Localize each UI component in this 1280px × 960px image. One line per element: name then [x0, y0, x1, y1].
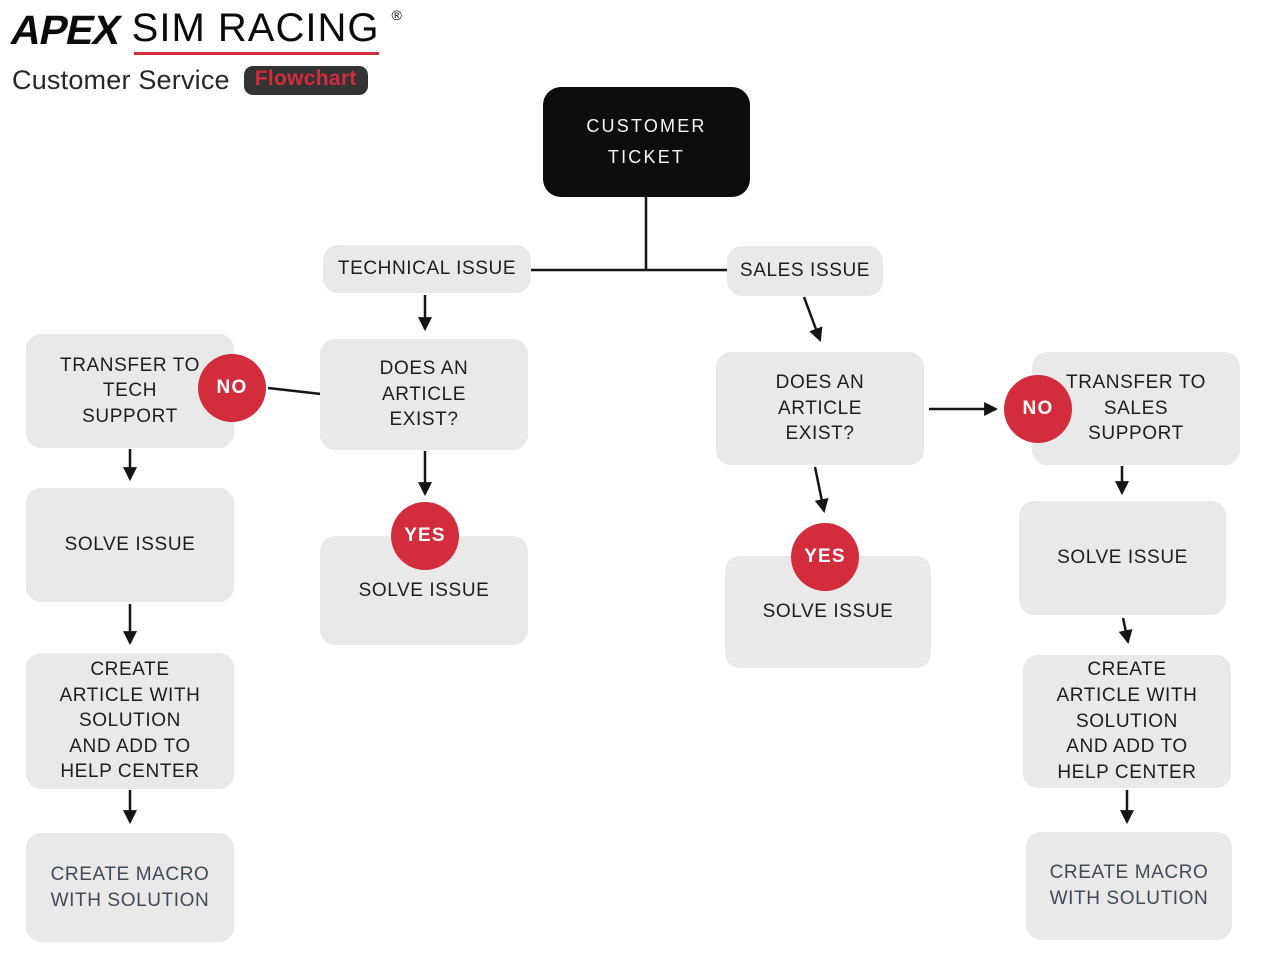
node-sales-issue: SALES ISSUE	[727, 246, 883, 296]
subtitle-row: Customer Service Flowchart	[12, 65, 402, 96]
node-create-article-tech: CREATE ARTICLE WITH SOLUTION AND ADD TO …	[26, 653, 234, 789]
brand-simracing-wordmark: SIM RACING	[132, 6, 380, 55]
logo-underline	[133, 51, 380, 55]
no-badge-sales: NO	[1004, 375, 1072, 443]
node-does-article-exist-tech: DOES AN ARTICLE EXIST?	[320, 339, 528, 450]
node-solve-issue-tech-no: SOLVE ISSUE	[26, 488, 234, 602]
node-customer-ticket: CUSTOMER TICKET	[543, 87, 750, 197]
line-article-to-no-tech	[267, 386, 322, 396]
arrow-sales-to-article	[802, 296, 823, 342]
node-solve-issue-sales-no: SOLVE ISSUE	[1019, 501, 1226, 615]
node-does-article-exist-sales: DOES AN ARTICLE EXIST?	[716, 352, 924, 465]
header: APEX SIM RACING ® Customer Service Flowc…	[7, 6, 402, 96]
yes-badge-sales: YES	[791, 523, 859, 591]
brand-logo: APEX SIM RACING ®	[7, 6, 402, 56]
node-technical-issue: TECHNICAL ISSUE	[323, 245, 531, 293]
registered-trademark-symbol: ®	[391, 7, 402, 23]
arrow-article-to-yes-sales	[813, 466, 829, 514]
no-badge-tech: NO	[198, 354, 266, 422]
arrow-solve-sales-to-create-article	[1118, 617, 1133, 645]
yes-badge-tech: YES	[391, 502, 459, 570]
node-create-macro-tech: CREATE MACRO WITH SOLUTION	[26, 833, 234, 942]
brand-simracing-text: SIM RACING	[131, 6, 380, 50]
page-title: Customer Service	[12, 65, 230, 95]
node-create-article-sales: CREATE ARTICLE WITH SOLUTION AND ADD TO …	[1023, 655, 1231, 788]
flowchart-badge: Flowchart	[243, 66, 368, 95]
brand-apex-wordmark: APEX	[7, 7, 125, 53]
node-create-macro-sales: CREATE MACRO WITH SOLUTION	[1026, 832, 1232, 940]
